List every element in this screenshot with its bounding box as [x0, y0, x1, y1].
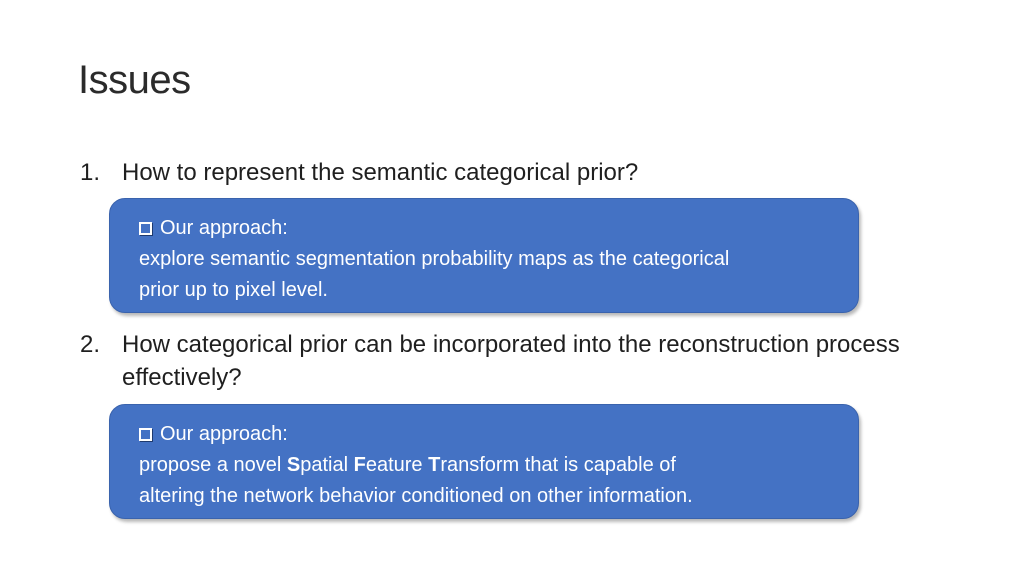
approach-line: prior up to pixel level.: [139, 279, 328, 301]
acronym-letter-s: S: [286, 454, 301, 476]
approach-text: ransform that is capable of: [440, 454, 676, 476]
question-number: 1.: [80, 159, 101, 186]
question-2: 2. How categorical prior can be incorpor…: [80, 328, 942, 394]
approach-text: patial: [300, 454, 354, 476]
approach-line: propose a novel Spatial Feature Transfor…: [139, 450, 834, 481]
approach-heading: Our approach:: [160, 217, 288, 239]
approach-box-2: Our approach: propose a novel Spatial Fe…: [109, 404, 859, 519]
question-text: How to represent the semantic categorica…: [122, 159, 639, 186]
approach-heading-row: Our approach:: [139, 419, 834, 450]
checkbox-icon: [139, 428, 152, 441]
acronym-letter-f: F: [353, 454, 366, 476]
approach-text: propose a novel: [139, 454, 287, 476]
question-text: How categorical prior can be incorporate…: [122, 331, 900, 391]
approach-box-1: Our approach: explore semantic segmentat…: [109, 198, 859, 313]
approach-line: altering the network behavior conditione…: [139, 485, 693, 507]
acronym-letter-t: T: [428, 454, 441, 476]
approach-line: explore semantic segmentation probabilit…: [139, 248, 730, 270]
slide-title: Issues: [78, 58, 191, 102]
question-number: 2.: [80, 331, 101, 358]
approach-heading-row: Our approach:: [139, 213, 834, 244]
approach-text: eature: [365, 454, 429, 476]
question-1: 1. How to represent the semantic categor…: [80, 156, 942, 189]
approach-heading: Our approach:: [160, 423, 288, 445]
checkbox-icon: [139, 222, 152, 235]
